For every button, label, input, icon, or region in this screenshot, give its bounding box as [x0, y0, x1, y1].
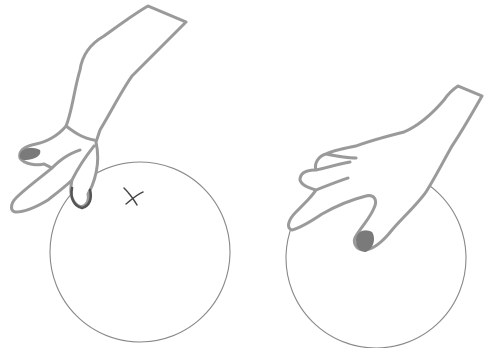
x-mark-icon	[124, 188, 143, 205]
left-panel	[12, 6, 231, 342]
left-hand-icon	[12, 6, 187, 212]
right-hand-icon	[289, 86, 482, 250]
right-panel	[286, 86, 482, 348]
